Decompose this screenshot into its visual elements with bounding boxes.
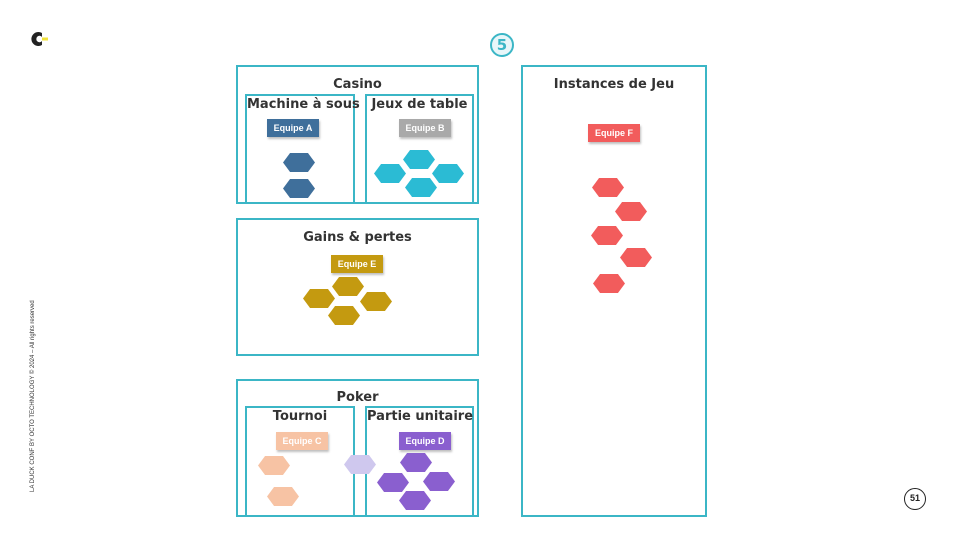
team-f-tag: Equipe F	[588, 124, 640, 142]
team-b-hex	[405, 178, 437, 197]
jeux-de-table-box: Jeux de table	[365, 94, 474, 204]
poker-title: Poker	[336, 390, 379, 405]
team-e-hex	[303, 289, 335, 308]
step-number-text: 5	[496, 36, 508, 54]
team-a-hex	[283, 153, 315, 172]
team-c-hex	[267, 487, 299, 506]
casino-box: Casino	[236, 65, 479, 204]
team-e-hex	[328, 306, 360, 325]
machine-a-sous-box: Machine à sous	[245, 94, 360, 204]
team-f-hex	[592, 178, 624, 197]
jeux-de-table-title: Jeux de table	[371, 97, 468, 112]
team-b-hex	[374, 164, 406, 183]
team-f-hex	[620, 248, 652, 267]
instances-de-jeu-box: Instances de Jeu	[521, 65, 707, 517]
gains-pertes-title: Gains & pertes	[303, 230, 412, 245]
team-c-hex	[258, 456, 290, 475]
team-a-tag: Equipe A	[267, 119, 319, 137]
team-b-hex	[432, 164, 464, 183]
team-f-hex	[615, 202, 647, 221]
team-b-tag: Equipe B	[399, 119, 451, 137]
team-b-hex	[403, 150, 435, 169]
instances-de-jeu-title: Instances de Jeu	[553, 77, 675, 92]
team-a-hex	[283, 179, 315, 198]
team-d-hex	[399, 491, 431, 510]
team-c-tag: Equipe C	[276, 432, 328, 450]
team-d-hex	[423, 472, 455, 491]
team-e-hex	[332, 277, 364, 296]
team-e-tag: Equipe E	[331, 255, 383, 273]
team-c-hex-faded	[344, 455, 376, 474]
machine-a-sous-title: Machine à sous	[247, 97, 360, 112]
casino-title: Casino	[333, 77, 382, 92]
gains-pertes-box: Gains & pertes	[236, 218, 479, 356]
page-number-text: 51	[909, 493, 920, 503]
page-number-badge: 51	[904, 488, 926, 510]
step-number-badge: 5	[490, 33, 514, 57]
poker-box: Poker	[236, 379, 479, 517]
team-d-hex	[400, 453, 432, 472]
team-d-hex	[377, 473, 409, 492]
octo-logo-icon	[30, 30, 50, 48]
team-d-tag: Equipe D	[399, 432, 451, 450]
team-f-hex	[591, 226, 623, 245]
tournoi-title: Tournoi	[272, 409, 328, 424]
team-f-hex	[593, 274, 625, 293]
footer-copyright: LA DUCK CONF BY OCTO TECHNOLOGY © 2024 –…	[30, 300, 36, 492]
partie-unitaire-title: Partie unitaire	[367, 409, 474, 424]
team-e-hex	[360, 292, 392, 311]
